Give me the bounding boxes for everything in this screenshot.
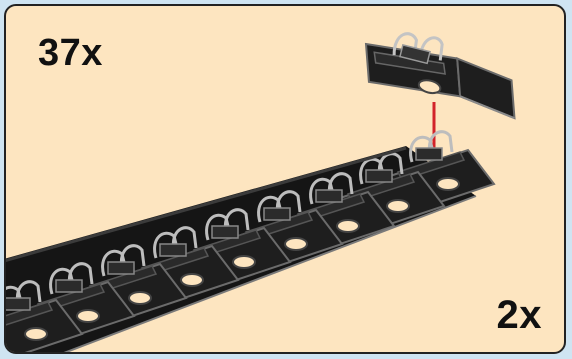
tread-chain-icon: [6, 132, 494, 354]
tread-link-icon: [357, 22, 528, 118]
quantity-label: 37x: [38, 32, 103, 75]
step-panel: 37x 2x: [4, 4, 566, 354]
repeat-label: 2x: [497, 293, 543, 338]
